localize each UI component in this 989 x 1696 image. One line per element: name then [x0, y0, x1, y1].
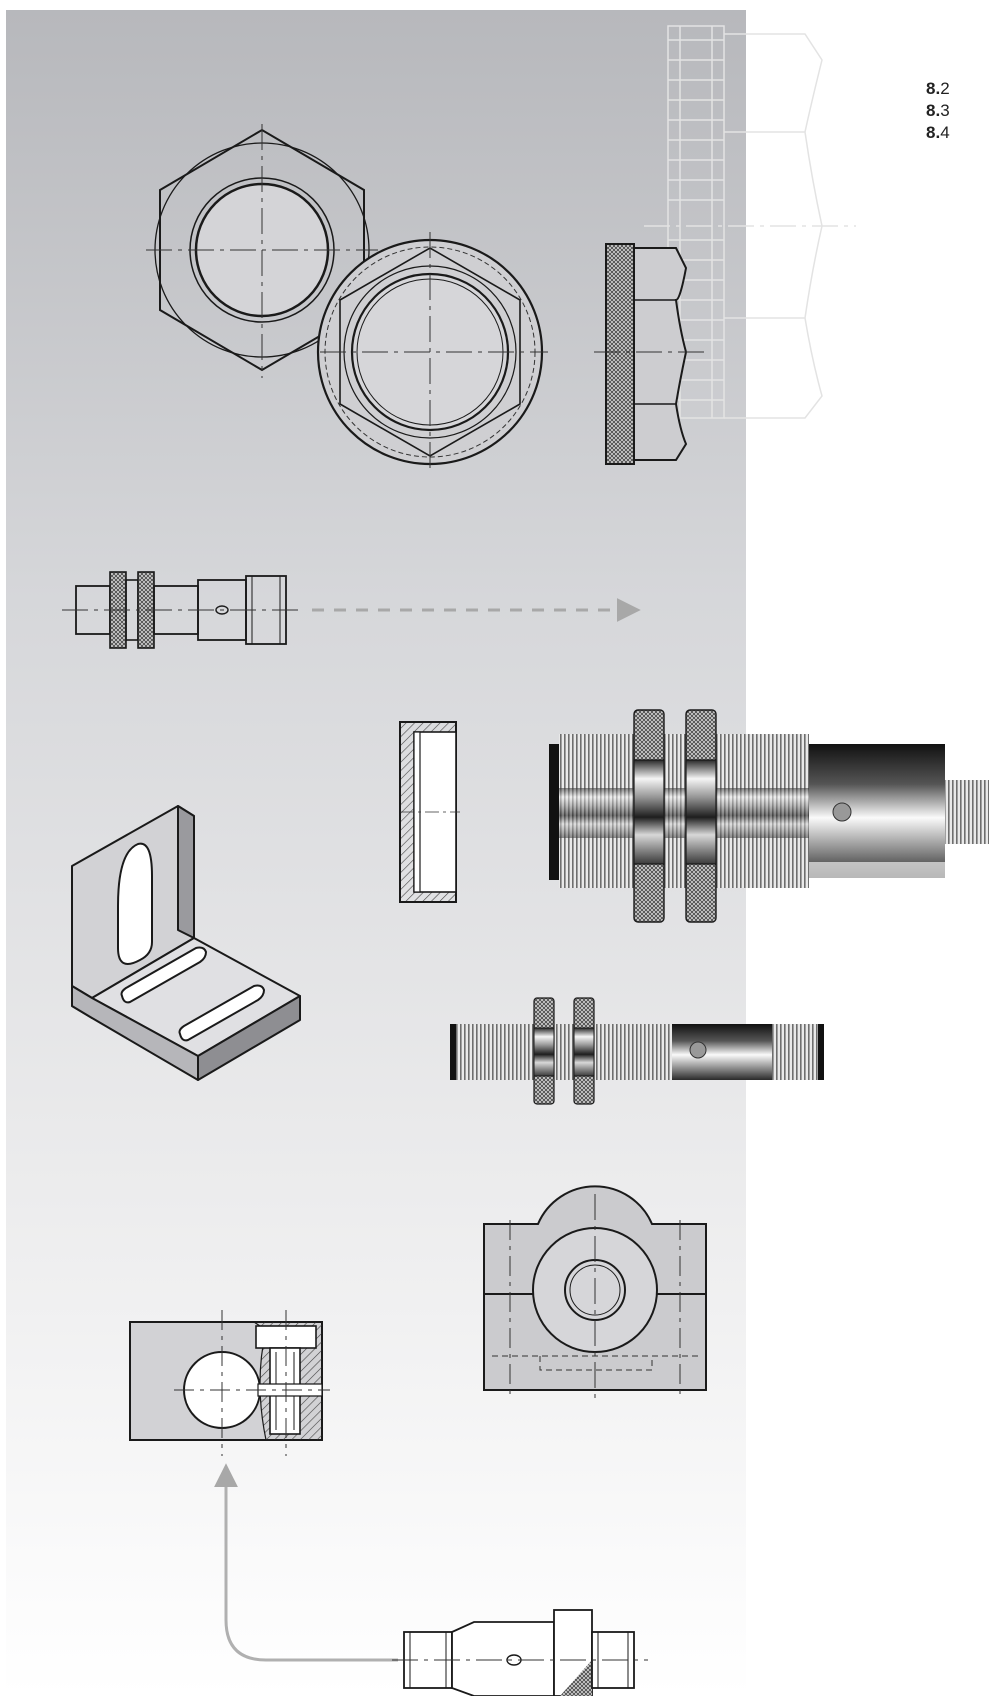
clamp-block-section-view — [129, 1310, 330, 1456]
section-index: 8.2 8.3 8.4 — [926, 78, 950, 144]
section-item[interactable]: 8.4 — [926, 123, 950, 142]
large-metal-sensor — [549, 709, 989, 923]
knurled-nut-front-view — [316, 232, 548, 474]
cap-section-view — [399, 721, 460, 903]
curved-arrow — [214, 1463, 398, 1662]
small-sensor-outline — [62, 571, 641, 649]
mounting-bracket — [71, 805, 301, 1081]
nut-side-view — [594, 243, 706, 465]
section-item[interactable]: 8.3 — [926, 101, 950, 120]
section-item[interactable]: 8.2 — [926, 79, 950, 98]
small-metal-sensor — [450, 997, 824, 1105]
ghost-nut-outline — [644, 25, 856, 419]
clamp-block-front-view — [483, 1185, 707, 1400]
bottom-sensor-outline — [392, 1609, 648, 1696]
